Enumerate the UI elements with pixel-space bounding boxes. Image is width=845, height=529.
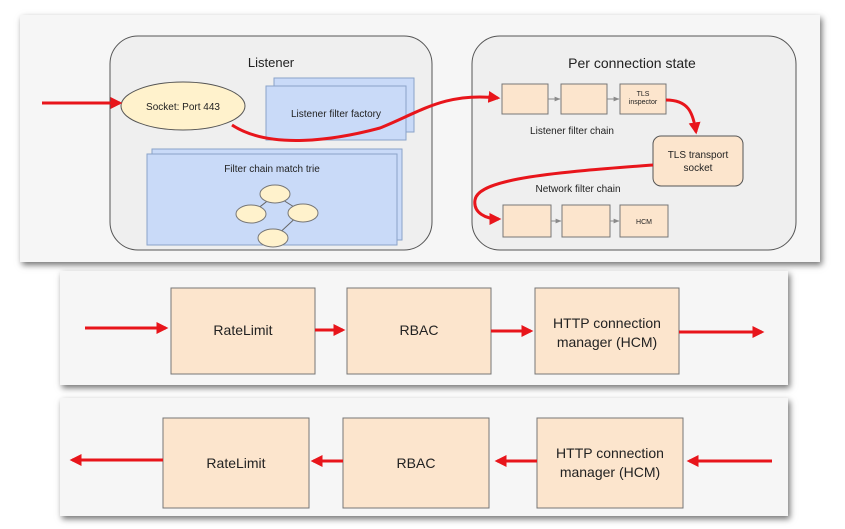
flow-arrow-to-tls-transport (665, 98, 701, 135)
flow-arrow-to-network-filters (473, 163, 654, 225)
middle-ratelimit-label: RateLimit (213, 322, 272, 338)
trie-node (259, 184, 291, 204)
bottom-ratelimit-box (162, 417, 310, 509)
trie-node (287, 203, 319, 223)
bottom-rbac-box (342, 417, 490, 509)
network-filter-slot-1 (502, 204, 552, 238)
middle-rbac-label: RBAC (400, 322, 439, 338)
middle-hcm-box (534, 287, 680, 375)
tls-transport-box (652, 135, 744, 187)
middle-ratelimit-box (170, 287, 316, 375)
hcm-box (619, 204, 669, 238)
listener-title: Listener (248, 55, 295, 70)
flow-arrow-to-listener-filters (231, 90, 501, 142)
bottom-hcm-box (536, 417, 684, 509)
listener-filter-slot-1 (501, 83, 549, 115)
middle-rbac-box (346, 287, 492, 375)
tls-inspector-box (619, 83, 667, 115)
match-trie-label: Filter chain match trie (224, 164, 320, 175)
listener-filter-chain-label: Listener filter chain (530, 126, 614, 137)
hcm-label: HCM (636, 219, 652, 226)
filter-factory-box (265, 85, 407, 141)
socket-label: Socket: Port 443 (146, 102, 220, 113)
bottom-rbac-label: RBAC (397, 455, 436, 471)
network-filter-slot-2 (561, 204, 611, 238)
trie-node (235, 204, 267, 224)
listener-filter-slot-2 (560, 83, 608, 115)
per-connection-title: Per connection state (568, 55, 696, 71)
network-filter-chain-label: Network filter chain (535, 184, 620, 195)
bottom-ratelimit-label: RateLimit (206, 455, 265, 471)
trie-node (257, 228, 289, 248)
per-connection-container (471, 35, 797, 251)
filter-factory-label: Listener filter factory (291, 109, 381, 120)
